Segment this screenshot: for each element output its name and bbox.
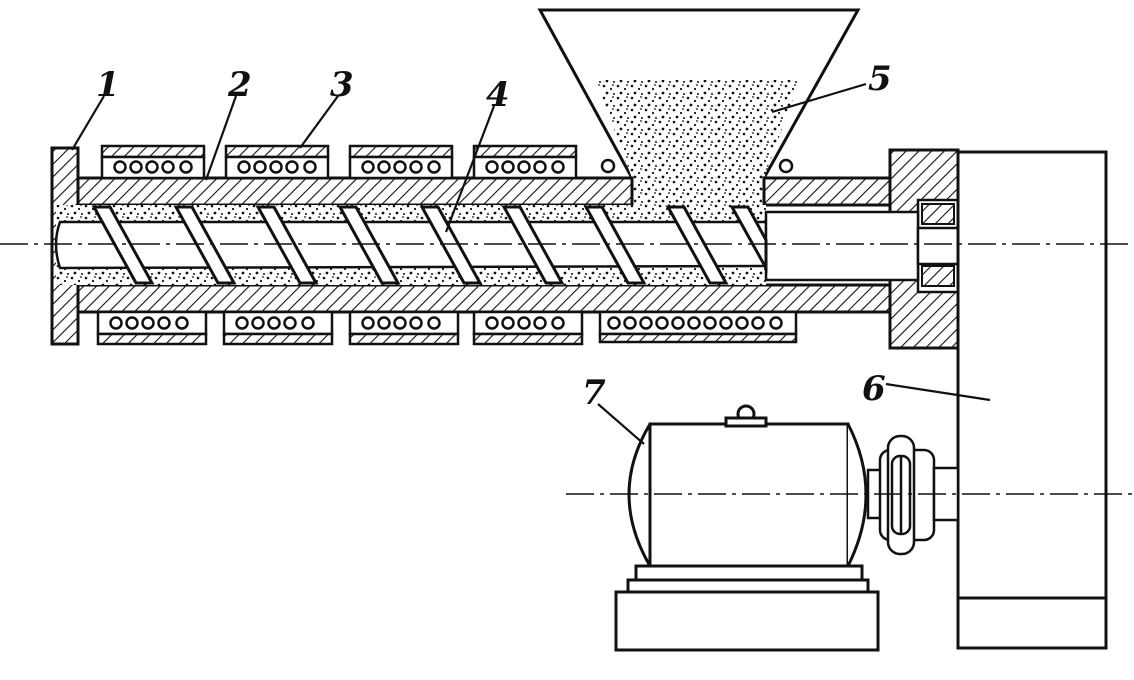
callout-5: 5 xyxy=(868,59,892,99)
electric-motor xyxy=(614,404,880,652)
callout-7: 7 xyxy=(582,373,606,413)
centerlines xyxy=(0,243,1134,495)
leader-lines xyxy=(71,82,991,445)
callout-labels: 1 2 3 4 5 6 7 xyxy=(96,59,892,413)
callout-3: 3 xyxy=(330,65,354,105)
callout-1: 1 xyxy=(96,65,120,105)
callout-6: 6 xyxy=(862,369,886,409)
hopper xyxy=(537,8,861,222)
heater-coils-bottom xyxy=(96,310,798,346)
barrel xyxy=(54,148,960,350)
callout-4: 4 xyxy=(486,75,510,115)
coupling xyxy=(866,434,960,556)
screw xyxy=(54,205,960,285)
heater-coils-top xyxy=(100,144,794,180)
gearbox xyxy=(956,150,1108,650)
callout-2: 2 xyxy=(227,65,252,105)
